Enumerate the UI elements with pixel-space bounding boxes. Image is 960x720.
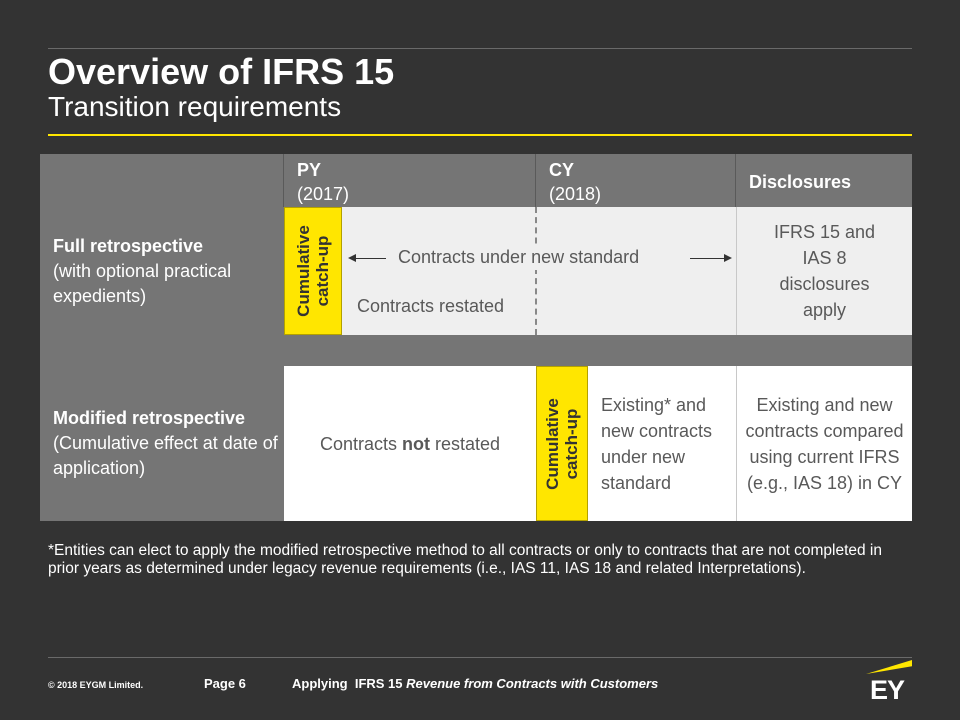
transition-table: PY (2017) CY (2018) Disclosures Full ret… xyxy=(40,154,912,521)
arrow-right-icon xyxy=(724,254,732,262)
contracts-restated-text: Contracts restated xyxy=(357,296,505,316)
header-corner-cell xyxy=(40,154,284,207)
modified-py-cell: Contracts not restated xyxy=(284,366,536,521)
modified-retrospective-note: (Cumulative effect at date of applicatio… xyxy=(53,433,278,478)
full-retrospective-note: (with optional practical expedients) xyxy=(53,260,232,306)
contracts-not-restated-text: Contracts not restated xyxy=(319,433,501,454)
top-divider xyxy=(48,48,912,49)
header-py-cell: PY (2017) xyxy=(284,154,536,207)
page-subtitle: Transition requirements xyxy=(48,91,342,122)
title-underline xyxy=(48,134,912,136)
arrow-line-left xyxy=(354,258,386,259)
page-number: Page 6 xyxy=(204,676,246,691)
modified-retrospective-label-cell: Modified retrospective (Cumulative effec… xyxy=(40,366,284,521)
arrow-line-right xyxy=(690,258,726,259)
spacer-row xyxy=(40,335,912,366)
full-contracts-cell: Contracts under new standard Contracts r… xyxy=(342,207,736,335)
full-disclosures-cell: IFRS 15 and IAS 8 disclosures apply xyxy=(736,207,912,335)
header-cy-label: CY xyxy=(549,160,575,180)
modified-disclosures-cell: Existing and new contracts compared usin… xyxy=(736,366,912,521)
modified-catch-up-text: Cumulative catch-up xyxy=(543,397,581,490)
header-cy-cell: CY (2018) xyxy=(536,154,736,207)
full-catch-up-cell: Cumulative catch-up xyxy=(284,207,342,335)
header-cy-year: (2018) xyxy=(549,184,602,204)
header-py-label: PY xyxy=(297,160,322,180)
bottom-divider xyxy=(48,657,912,658)
copyright: © 2018 EYGM Limited. xyxy=(48,680,144,690)
modified-disclosures-text: Existing and new contracts compared usin… xyxy=(745,394,904,493)
header-py-year: (2017) xyxy=(297,184,350,204)
full-retrospective-label-cell: Full retrospective (with optional practi… xyxy=(40,207,284,335)
full-disclosures-text: IFRS 15 and IAS 8 disclosures apply xyxy=(773,222,876,320)
full-retrospective-label: Full retrospective xyxy=(53,235,204,256)
full-catch-up-text: Cumulative catch-up xyxy=(294,225,332,317)
document-title: Applying IFRS 15 Revenue from Contracts … xyxy=(292,676,659,691)
arrow-left-icon xyxy=(348,254,356,262)
header-disclosures-cell: Disclosures xyxy=(736,154,912,207)
py-cy-divider xyxy=(535,207,537,335)
modified-catch-up-cell: Cumulative catch-up xyxy=(536,366,588,521)
contracts-under-new-standard-text: Contracts under new standard xyxy=(396,244,642,270)
logo-beam-icon xyxy=(866,660,912,674)
modified-cy-cell: Existing* and new contracts under new st… xyxy=(588,366,736,521)
page-title: Overview of IFRS 15 xyxy=(48,51,395,92)
modified-cy-text: Existing* and new contracts under new st… xyxy=(601,394,713,493)
header-disclosures-label: Disclosures xyxy=(749,172,852,192)
ey-logo: EY xyxy=(860,660,914,706)
footnote: *Entities can elect to apply the modifie… xyxy=(48,542,882,577)
modified-retrospective-label: Modified retrospective xyxy=(53,408,246,428)
logo-text: EY xyxy=(870,675,905,705)
